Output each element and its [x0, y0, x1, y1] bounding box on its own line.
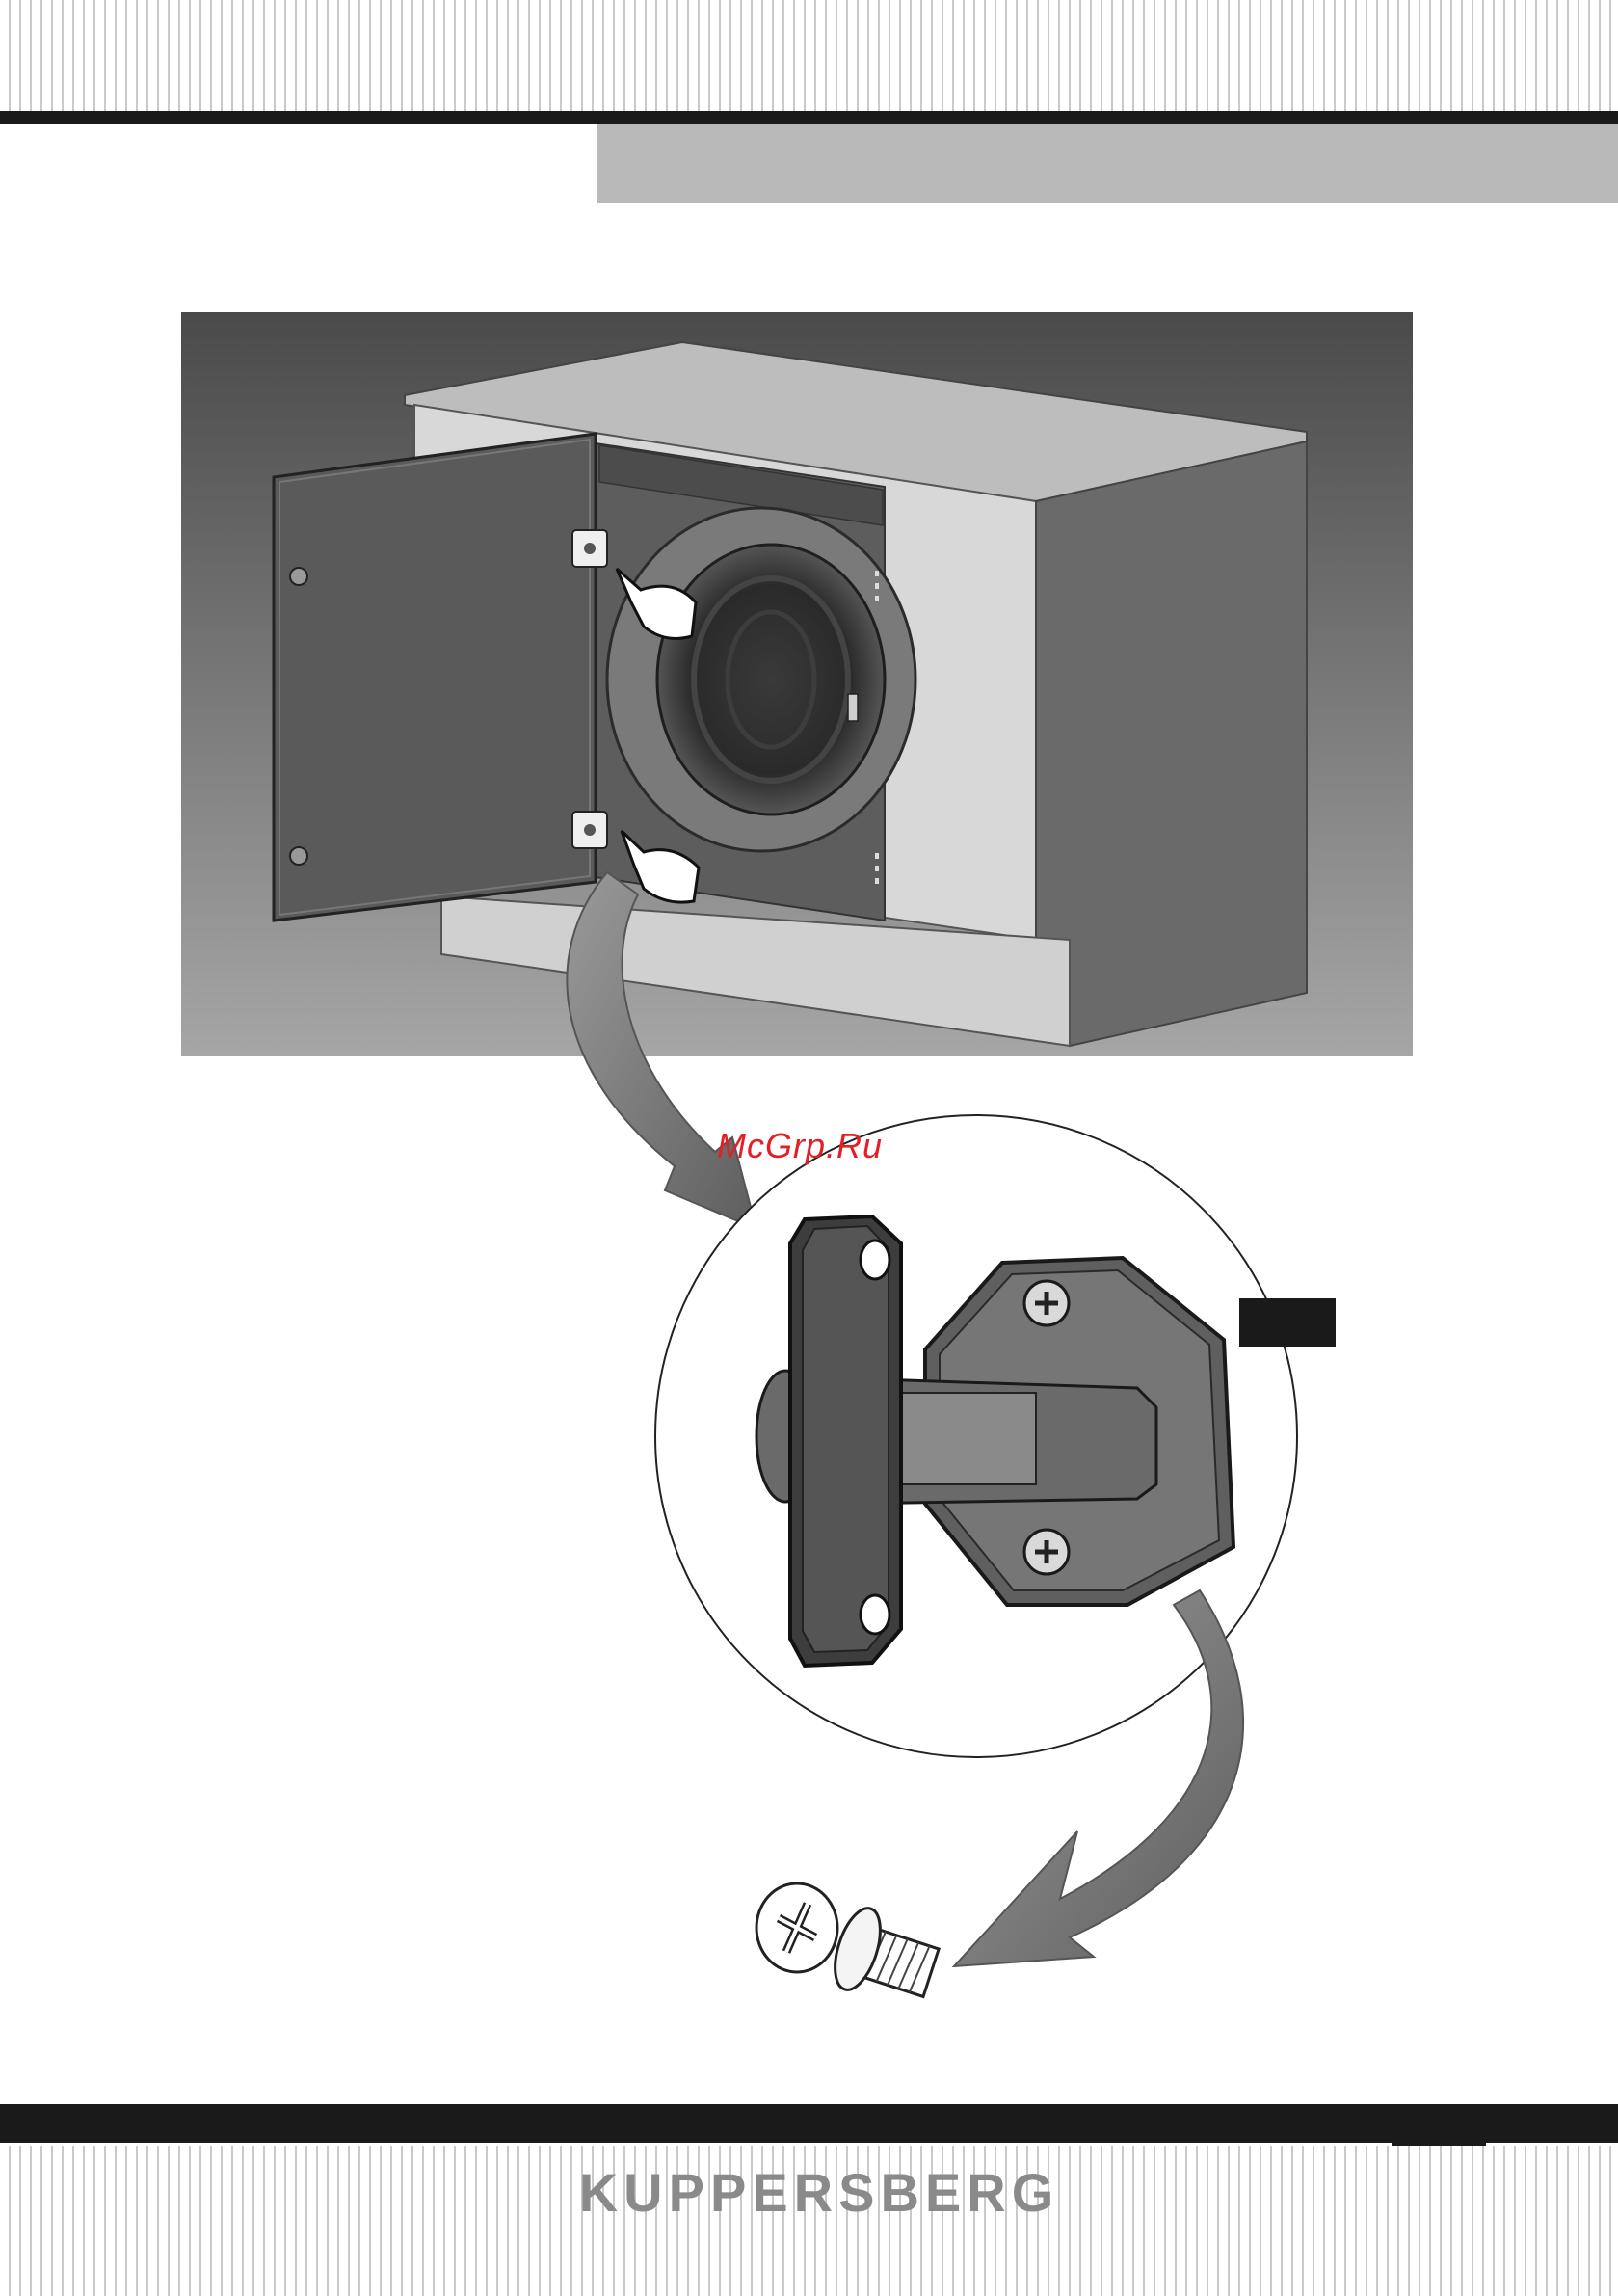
screw-illustration	[756, 1883, 944, 2014]
watermark: McGrp.Ru	[717, 1126, 883, 1166]
callout-label-box	[1239, 1298, 1336, 1347]
open-cabinet-door	[274, 434, 596, 921]
brand-logo: KUPPERSBERG	[578, 2161, 1060, 2224]
upper-hinge	[572, 530, 607, 567]
bottom-rule	[0, 2104, 1618, 2143]
cabinet-illustration	[181, 312, 1413, 1056]
lower-hinge	[572, 812, 607, 848]
cabinet-side	[1036, 441, 1307, 1046]
